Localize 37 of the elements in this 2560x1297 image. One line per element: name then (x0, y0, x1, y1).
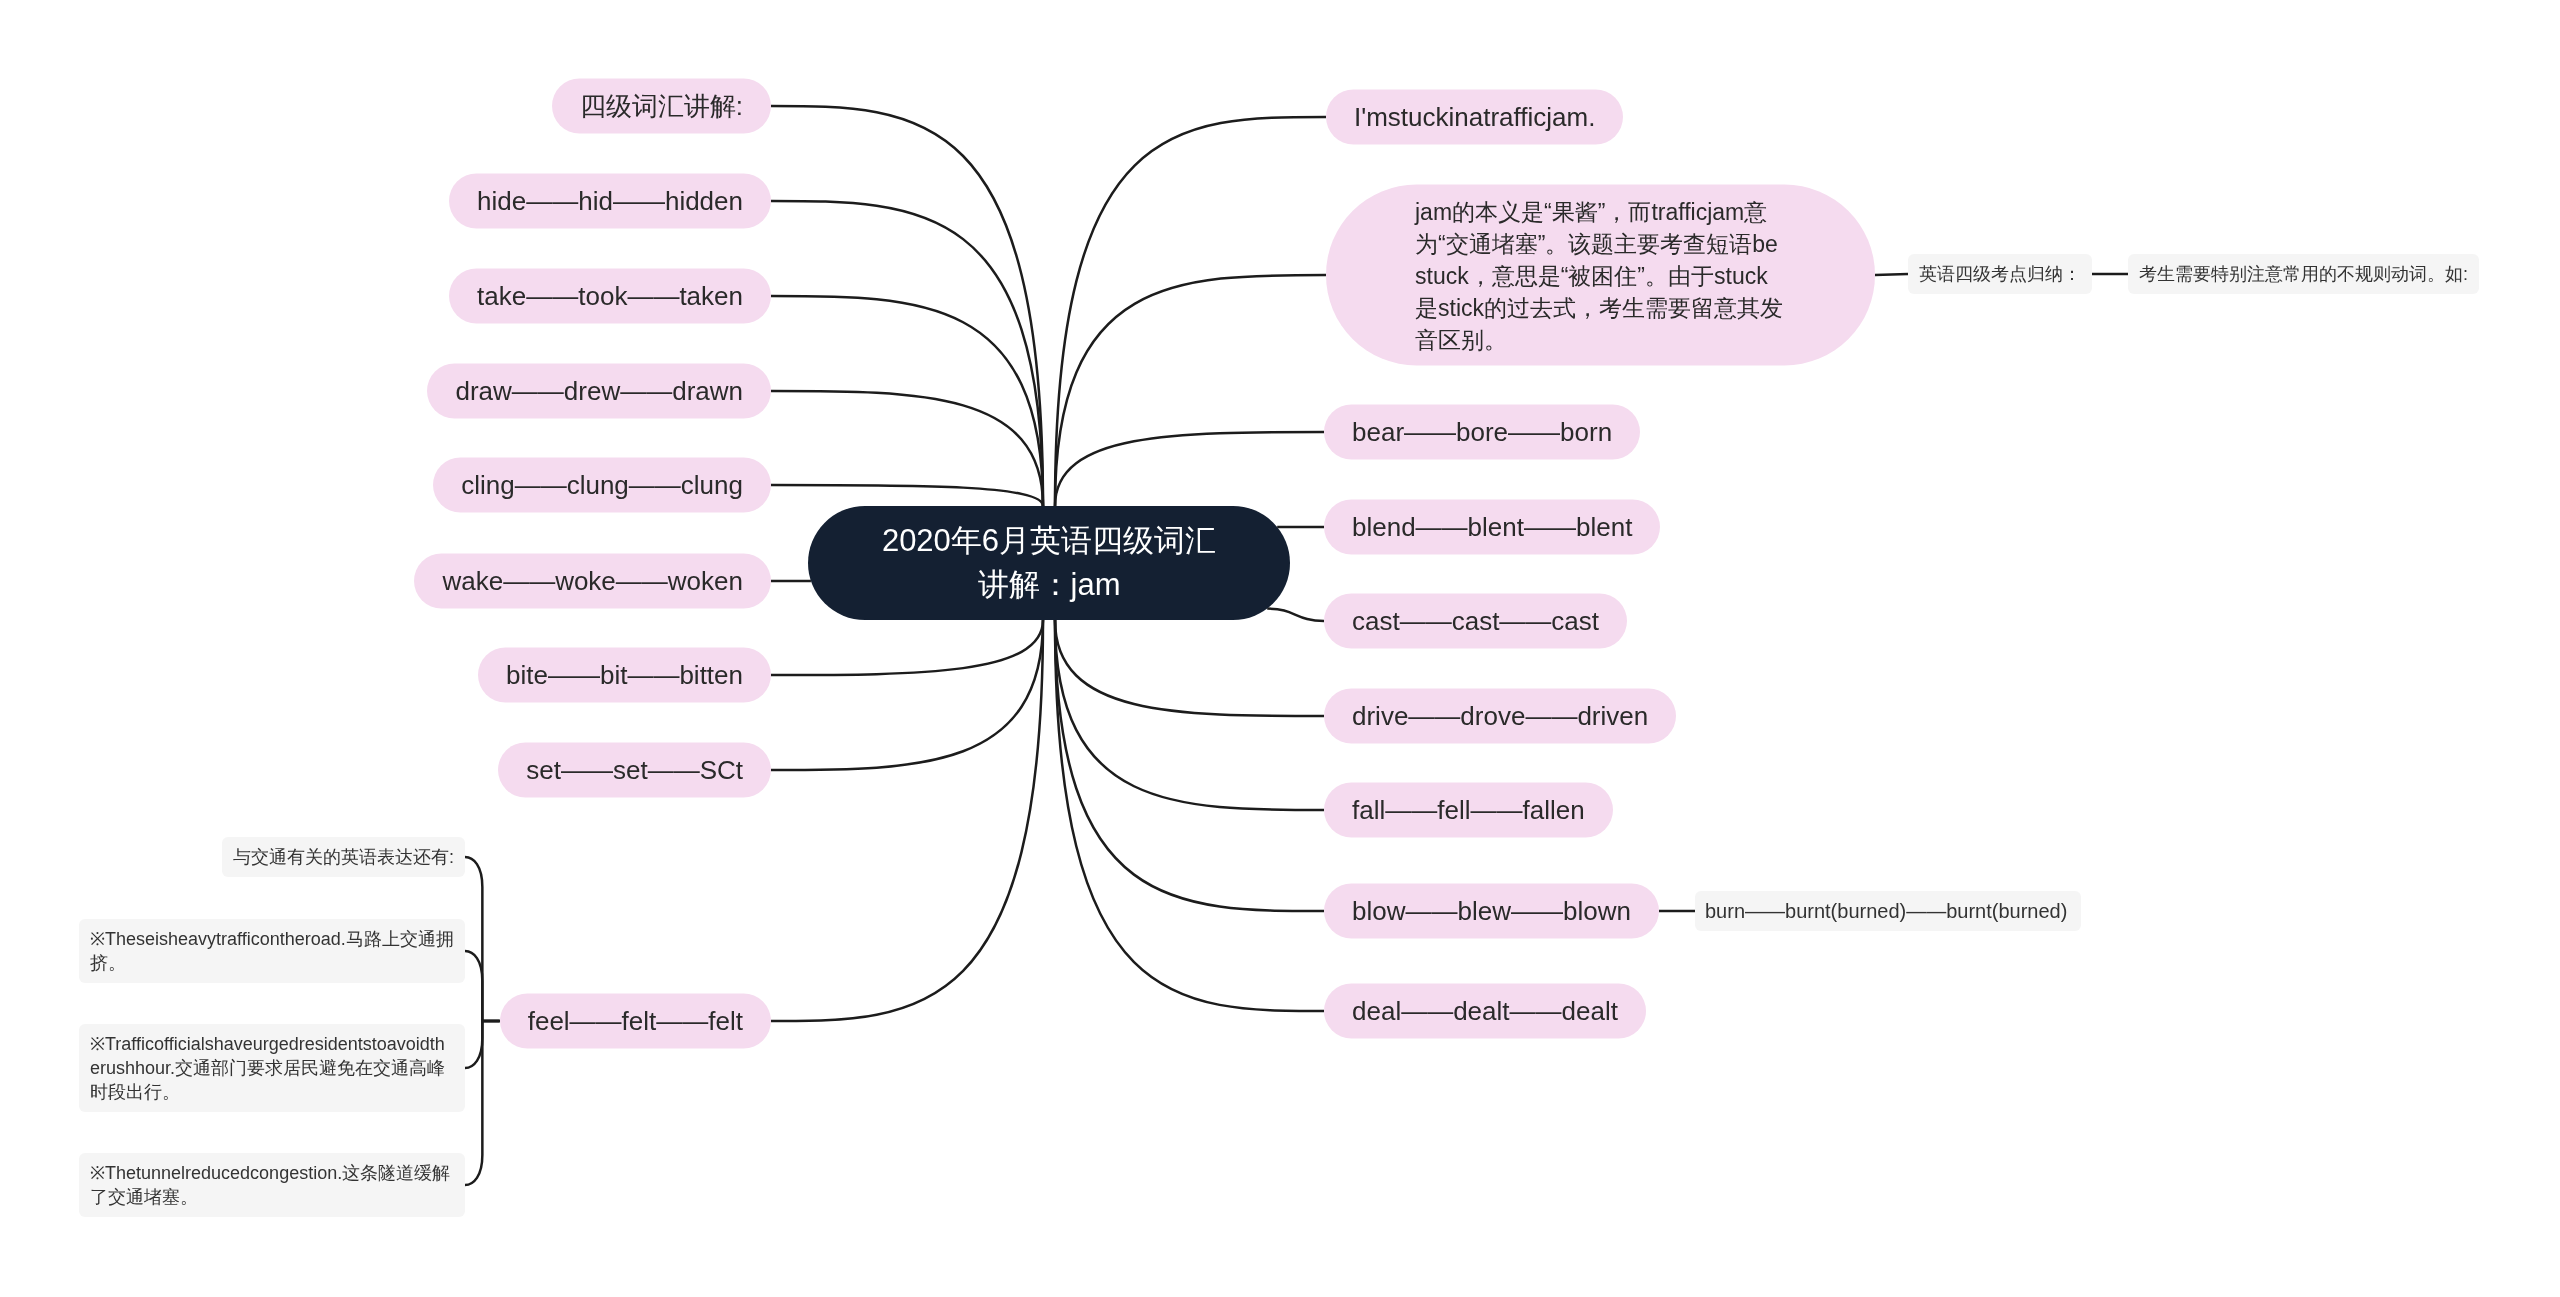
connector-line (771, 483, 1045, 507)
connector-line (464, 1019, 500, 1187)
note-box: 英语四级考点归纳： (1908, 254, 2092, 294)
note-box: 与交通有关的英语表达还有: (222, 837, 465, 877)
note-box: ※Trafficofficialshaveurgedresidentstoavoidtherushhour.交通部门要求居民避免在交通高峰时段出行。 (79, 1024, 465, 1112)
connector-line (1053, 619, 1324, 1013)
topic-pill: cast——cast——cast (1324, 593, 1628, 649)
topic-pill: feel——felt——felt (499, 993, 771, 1049)
topic-pill: take——took——taken (449, 268, 771, 324)
topic-pill: bite——bit——bitten (478, 647, 771, 703)
topic-pill: set——set——SCt (498, 742, 771, 798)
connector-line (771, 619, 1045, 1023)
connector-line (1658, 909, 1695, 913)
topic-pill: drive——drove——driven (1324, 688, 1677, 744)
central-topic: 2020年6月英语四级词汇讲解：jam (808, 506, 1290, 620)
connector-line (2092, 272, 2128, 276)
topic-pill: blow——blew——blown (1324, 883, 1659, 939)
note-box: ※Thetunnelreducedcongestion.这条隧道缓解了交通堵塞。 (79, 1153, 465, 1217)
connector-line (1874, 272, 1909, 277)
topic-pill: 四级词汇讲解: (551, 78, 771, 134)
topic-pill: deal——dealt——dealt (1324, 983, 1646, 1039)
connector-line (771, 579, 811, 583)
note-box: 考生需要特别注意常用的不规则动词。如: (2128, 254, 2479, 294)
connector-line (1053, 430, 1324, 507)
topic-pill: draw——drew——drawn (427, 363, 771, 419)
topic-pill: wake——woke——woken (414, 553, 771, 609)
topic-pill: hide——hid——hidden (449, 173, 771, 229)
topic-pill: bear——bore——born (1324, 404, 1641, 460)
connector-line (1277, 525, 1324, 529)
note-box: ※Theseisheavytrafficontheroad.马路上交通拥挤。 (79, 919, 465, 983)
topic-pill: I'mstuckinatrafficjam. (1326, 89, 1624, 145)
topic-pill: jam的本义是“果酱”，而trafficjam意为“交通堵塞”。该题主要考查短语bestuck，意思是“被困住”。由于stuck是stick的过去式，考生需要留意其发音区别。 (1326, 184, 1875, 366)
connector-line (1267, 607, 1325, 623)
note-box: burn——burnt(burned)——burnt(burned) (1695, 891, 2081, 931)
topic-pill: cling——clung——clung (433, 457, 771, 513)
topic-pill: fall——fell——fallen (1324, 782, 1613, 838)
topic-pill: blend——blent——blent (1324, 499, 1661, 555)
